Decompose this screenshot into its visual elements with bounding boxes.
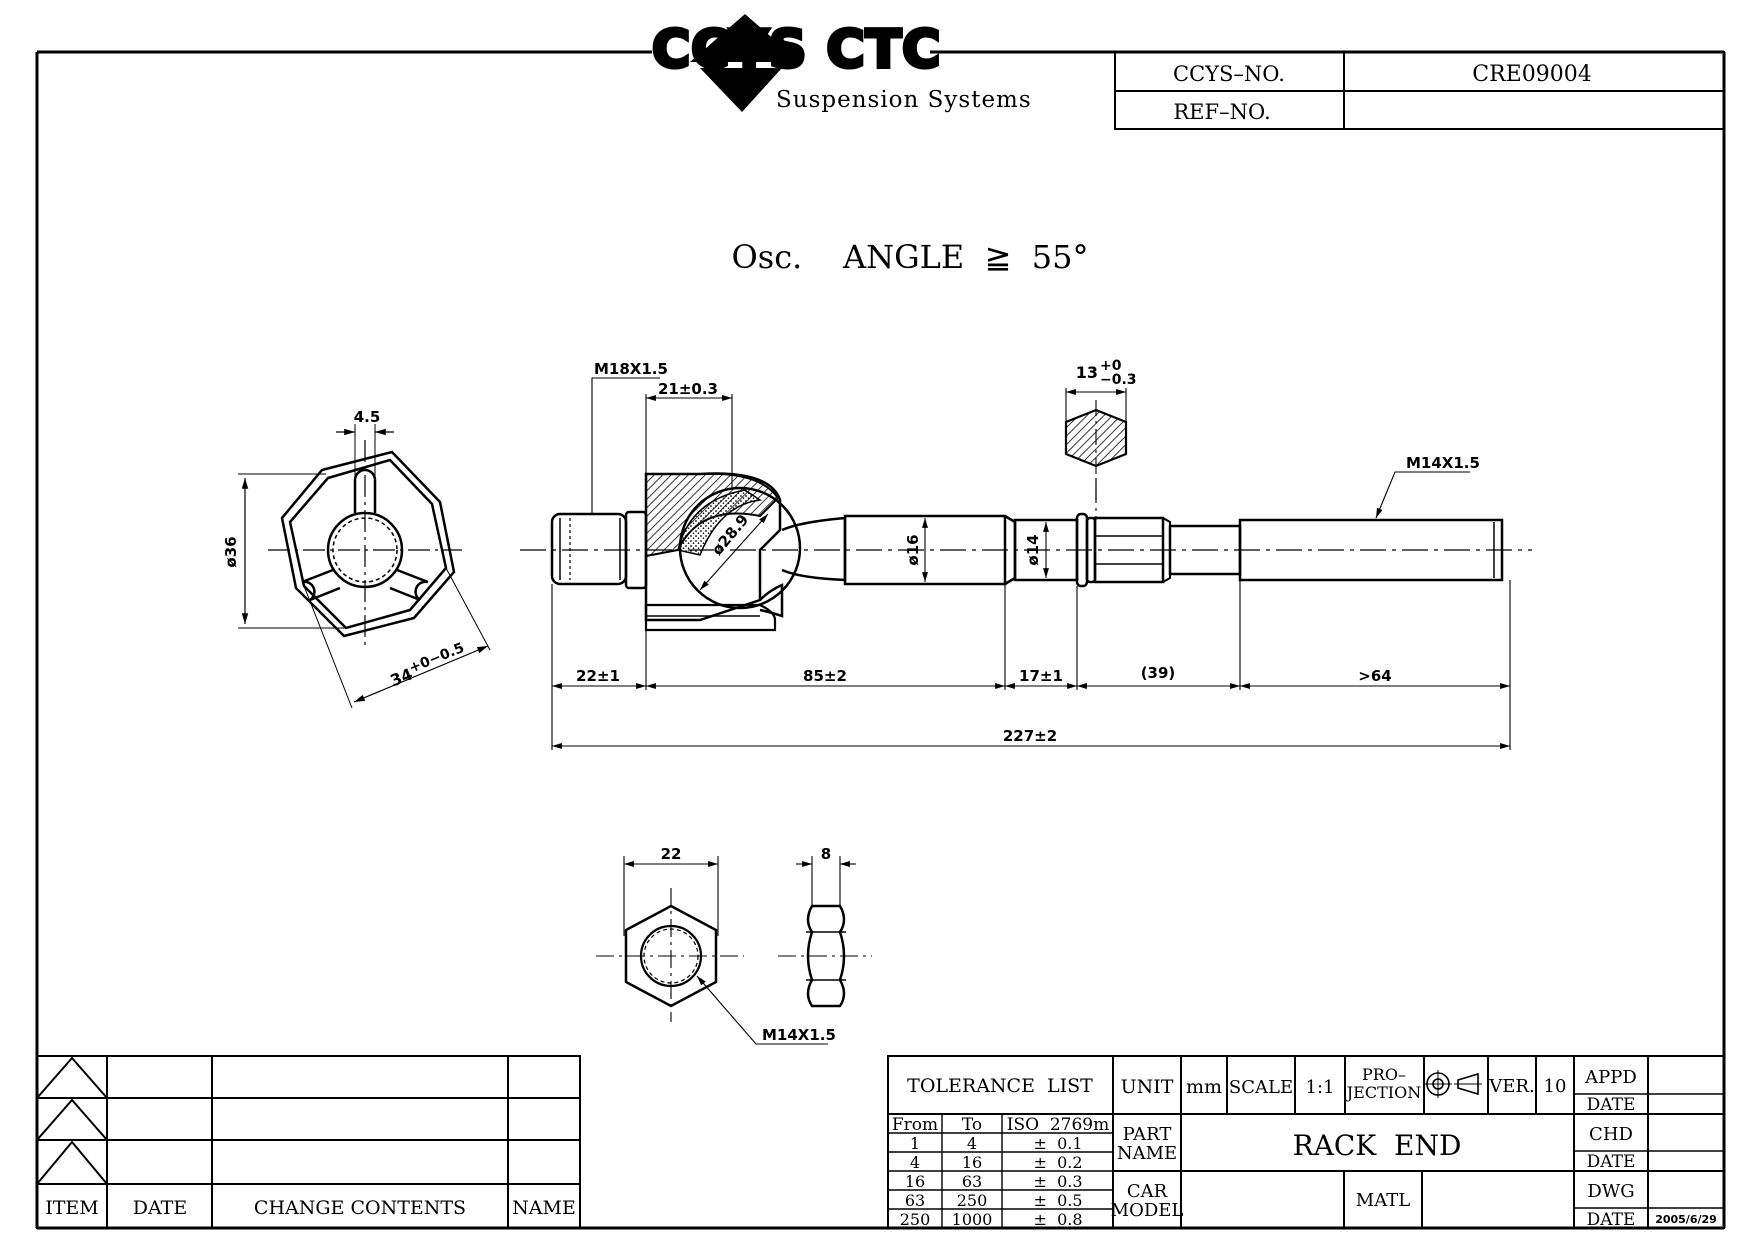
dim-hex-flats-tol-plus: +0 (1100, 358, 1122, 374)
dim-total-length: 227±2 (1003, 727, 1057, 745)
logo-tagline: Suspension Systems (776, 87, 1032, 113)
tolerance-row-4-to: 250 (957, 1191, 988, 1210)
tolerance-list-title: TOLERANCE LIST (907, 1075, 1093, 1097)
tolerance-row-1-tol: ± 0.1 (1033, 1134, 1082, 1153)
appd-label: APPD (1584, 1067, 1637, 1088)
dim-len-a: 22±1 (576, 667, 620, 685)
scale-label: SCALE (1229, 1077, 1293, 1098)
dim-len-d: (39) (1141, 664, 1176, 682)
dim-end-diameter: ø36 (222, 536, 240, 567)
ccys-ctc-logo: CCYS CTC Suspension Systems (650, 14, 1032, 113)
dim-nut-width: 22 (661, 845, 682, 863)
hex-section-view (1064, 388, 1128, 520)
oscillation-angle-note: Osc. ANGLE ≧ 55° (732, 238, 1089, 276)
revision-triangle-icon (36, 1056, 108, 1099)
logo-triangle-icon (700, 68, 782, 112)
dim-end-flats-tol: +0−0.5 (407, 640, 467, 677)
nut-front-view (596, 856, 828, 1045)
projection-label-1: PRO– (1362, 1065, 1406, 1084)
tolerance-row-5-to: 1000 (952, 1210, 993, 1229)
nut-side-view (778, 856, 872, 1008)
appd-date-label: DATE (1587, 1095, 1636, 1115)
car-model-label-2: MODEL (1111, 1200, 1184, 1221)
tolerance-row-1-from: 1 (910, 1134, 920, 1153)
revision-triangle-icon (36, 1140, 108, 1185)
revision-header-date: DATE (133, 1197, 187, 1219)
tolerance-row-1-to: 4 (967, 1134, 977, 1153)
tolerance-header-from: From (892, 1115, 938, 1135)
car-model-label-1: CAR (1127, 1181, 1168, 1202)
tolerance-row-5-from: 250 (900, 1210, 931, 1229)
dim-thread-outer: M14X1.5 (1406, 454, 1480, 472)
dim-hex-flats-tol-minus: −0.3 (1100, 372, 1137, 388)
header-id-table (1114, 51, 1725, 130)
main-view-dimension-lines (551, 377, 1511, 750)
part-name-label-2: NAME (1117, 1143, 1177, 1164)
dim-slot-width: 4.5 (354, 408, 381, 426)
sheet-border (35, 50, 1726, 1230)
ccys-no-value: CRE09004 (1472, 62, 1591, 87)
dwg-date-value: 2005/6/29 (1655, 1213, 1717, 1226)
tolerance-header-to: To (962, 1115, 982, 1135)
projection-symbol-icon (1424, 1070, 1482, 1098)
dim-socket-length: 21±0.3 (658, 380, 718, 398)
unit-label: UNIT (1121, 1076, 1174, 1098)
tolerance-rows: 1 4 ± 0.1 4 16 ± 0.2 16 63 ± 0.3 63 250 … (900, 1134, 1083, 1229)
dwg-date-label: DATE (1587, 1210, 1636, 1230)
dim-len-b: 85±2 (803, 667, 847, 685)
dim-neck-diameter: ø14 (1024, 534, 1042, 565)
unit-value: mm (1186, 1076, 1222, 1098)
dim-hex-flats: 13 (1076, 363, 1098, 382)
tolerance-row-5-tol: ± 0.8 (1033, 1210, 1082, 1229)
tolerance-row-4-tol: ± 0.5 (1033, 1191, 1082, 1210)
dim-len-c: 17±1 (1019, 667, 1063, 685)
end-view (238, 424, 491, 709)
ccys-no-label: CCYS–NO. (1173, 62, 1285, 86)
dim-nut-thread: M14X1.5 (762, 1026, 836, 1044)
tolerance-row-4-from: 63 (905, 1191, 925, 1210)
chd-label: CHD (1589, 1124, 1633, 1145)
tolerance-row-3-to: 63 (962, 1172, 982, 1191)
ver-value: 10 (1544, 1076, 1567, 1097)
part-name-value: RACK END (1293, 1129, 1462, 1162)
revision-triangle-icon (36, 1098, 108, 1141)
revision-header-change: CHANGE CONTENTS (254, 1197, 466, 1219)
scale-value: 1:1 (1306, 1077, 1335, 1098)
projection-label-2: JECTION (1345, 1083, 1421, 1102)
title-block (887, 1055, 1725, 1229)
dim-shaft-diameter: ø16 (904, 534, 922, 565)
rack-end-side-view (520, 472, 1532, 632)
tolerance-row-2-tol: ± 0.2 (1033, 1153, 1082, 1172)
revision-header-item: ITEM (45, 1197, 99, 1219)
logo-wordmark: CCYS CTC (652, 20, 941, 80)
revision-table (36, 1055, 581, 1229)
ver-label: VER. (1488, 1076, 1534, 1097)
revision-header-name: NAME (512, 1197, 576, 1219)
matl-label: MATL (1356, 1190, 1410, 1211)
ref-no-label: REF–NO. (1173, 100, 1270, 124)
tolerance-header-iso: ISO 2769m (1007, 1115, 1110, 1135)
tolerance-row-3-tol: ± 0.3 (1033, 1172, 1082, 1191)
tolerance-row-2-to: 16 (962, 1153, 982, 1172)
part-name-label-1: PART (1123, 1124, 1172, 1145)
dwg-label: DWG (1587, 1181, 1634, 1202)
chd-date-label: DATE (1587, 1152, 1636, 1172)
dim-nut-thickness: 8 (821, 845, 831, 863)
dim-len-e: >64 (1358, 667, 1391, 685)
dim-thread-inner: M18X1.5 (594, 360, 668, 378)
tolerance-row-2-from: 4 (910, 1153, 920, 1172)
tolerance-row-3-from: 16 (905, 1172, 925, 1191)
